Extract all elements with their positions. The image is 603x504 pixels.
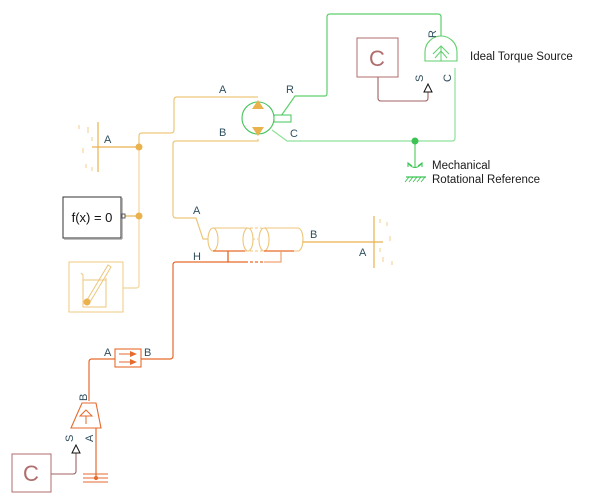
wire-valve-a-to-flowsource-b[interactable] [88, 358, 116, 401]
constant-bottom-label: C [23, 461, 39, 486]
flow-port-s: S [64, 435, 76, 442]
signal-wires [50, 77, 429, 475]
hyd-ref-top-port-a: A [104, 134, 112, 146]
mech-ref-label-line2: Rotational Reference [432, 174, 540, 186]
solver-label: f(x) = 0 [72, 210, 113, 225]
signal-input-triangle-icon [423, 82, 433, 93]
valve-port-a: A [104, 347, 112, 359]
actuator-port-b: B [310, 229, 317, 241]
wire-motor-c-to-ref[interactable] [271, 68, 456, 142]
wire-const-to-torque-s[interactable] [377, 77, 429, 102]
wire-const-to-flow-s[interactable] [50, 452, 77, 475]
triangle-up-icon [252, 100, 264, 109]
torque-port-r: R [427, 30, 439, 38]
solver-port [121, 213, 126, 219]
wire-motor-b-to-actuator-a[interactable] [172, 139, 259, 240]
hydraulic-junction-mid [135, 212, 143, 220]
ground-hatch-icon [404, 176, 426, 183]
hydraulic-reference-top-block[interactable]: A [78, 122, 112, 172]
flow-port-a: A [84, 434, 96, 442]
ideal-torque-source-block[interactable]: R S C [414, 30, 458, 93]
torque-port-s: S [414, 75, 426, 82]
torque-port-c: C [442, 74, 454, 82]
hydraulic-reference-right-block[interactable]: A [359, 216, 393, 268]
signal-input-triangle-icon [71, 443, 81, 454]
actuator-port-h: H [193, 251, 201, 263]
actuator-port-a: A [193, 205, 201, 217]
constant-top-label: C [369, 46, 385, 71]
flow-source-block[interactable]: B S A [64, 394, 102, 454]
beaker-thermometer-icon [80, 264, 112, 308]
motor-port-a: A [219, 84, 227, 96]
hydraulic-junction-top [135, 143, 143, 151]
solver-configuration-block[interactable]: f(x) = 0 [62, 196, 126, 240]
thermal-ref-junction [94, 476, 98, 480]
constant-block-bottom[interactable]: C [11, 453, 52, 493]
mechanical-wires [271, 13, 456, 168]
ground-dashes-icon [78, 125, 93, 171]
hydraulic-fluid-block[interactable] [68, 261, 124, 313]
hyd-ref-right-port-a: A [359, 247, 367, 259]
wire-junction-to-motor-a[interactable] [138, 96, 258, 147]
ideal-torque-source-label: Ideal Torque Source [470, 51, 573, 63]
wire-motor-r-to-source-r[interactable] [280, 13, 442, 117]
motor-port-r: R [286, 84, 294, 96]
triangle-down-icon [252, 127, 264, 136]
motor-port-c: C [290, 128, 298, 140]
hydraulic-actuator-block[interactable]: A B H [193, 205, 317, 263]
constant-block-top[interactable]: C [356, 37, 399, 78]
flow-port-b: B [78, 394, 90, 401]
hydraulic-motor-block[interactable]: A B R C [219, 84, 298, 140]
valve-port-b: B [144, 347, 151, 359]
wire-vertical-bus[interactable] [123, 147, 140, 289]
thermometer-bulb [83, 298, 91, 306]
mech-ref-label-line1: Mechanical [432, 160, 490, 172]
thermal-wires [88, 251, 229, 478]
arrow-up-icon [78, 409, 94, 424]
ground-dashes-icon [379, 219, 393, 265]
check-valve-block[interactable]: A B [104, 347, 151, 368]
arrow-up-icon [432, 45, 450, 61]
motor-shaft [273, 114, 292, 123]
wire-actuator-h-to-valve-b[interactable] [141, 251, 229, 360]
motor-port-b: B [219, 127, 226, 139]
mechanical-junction [411, 137, 419, 145]
mechanical-rotational-reference-block[interactable] [404, 161, 426, 183]
hydraulic-wires [92, 96, 383, 289]
